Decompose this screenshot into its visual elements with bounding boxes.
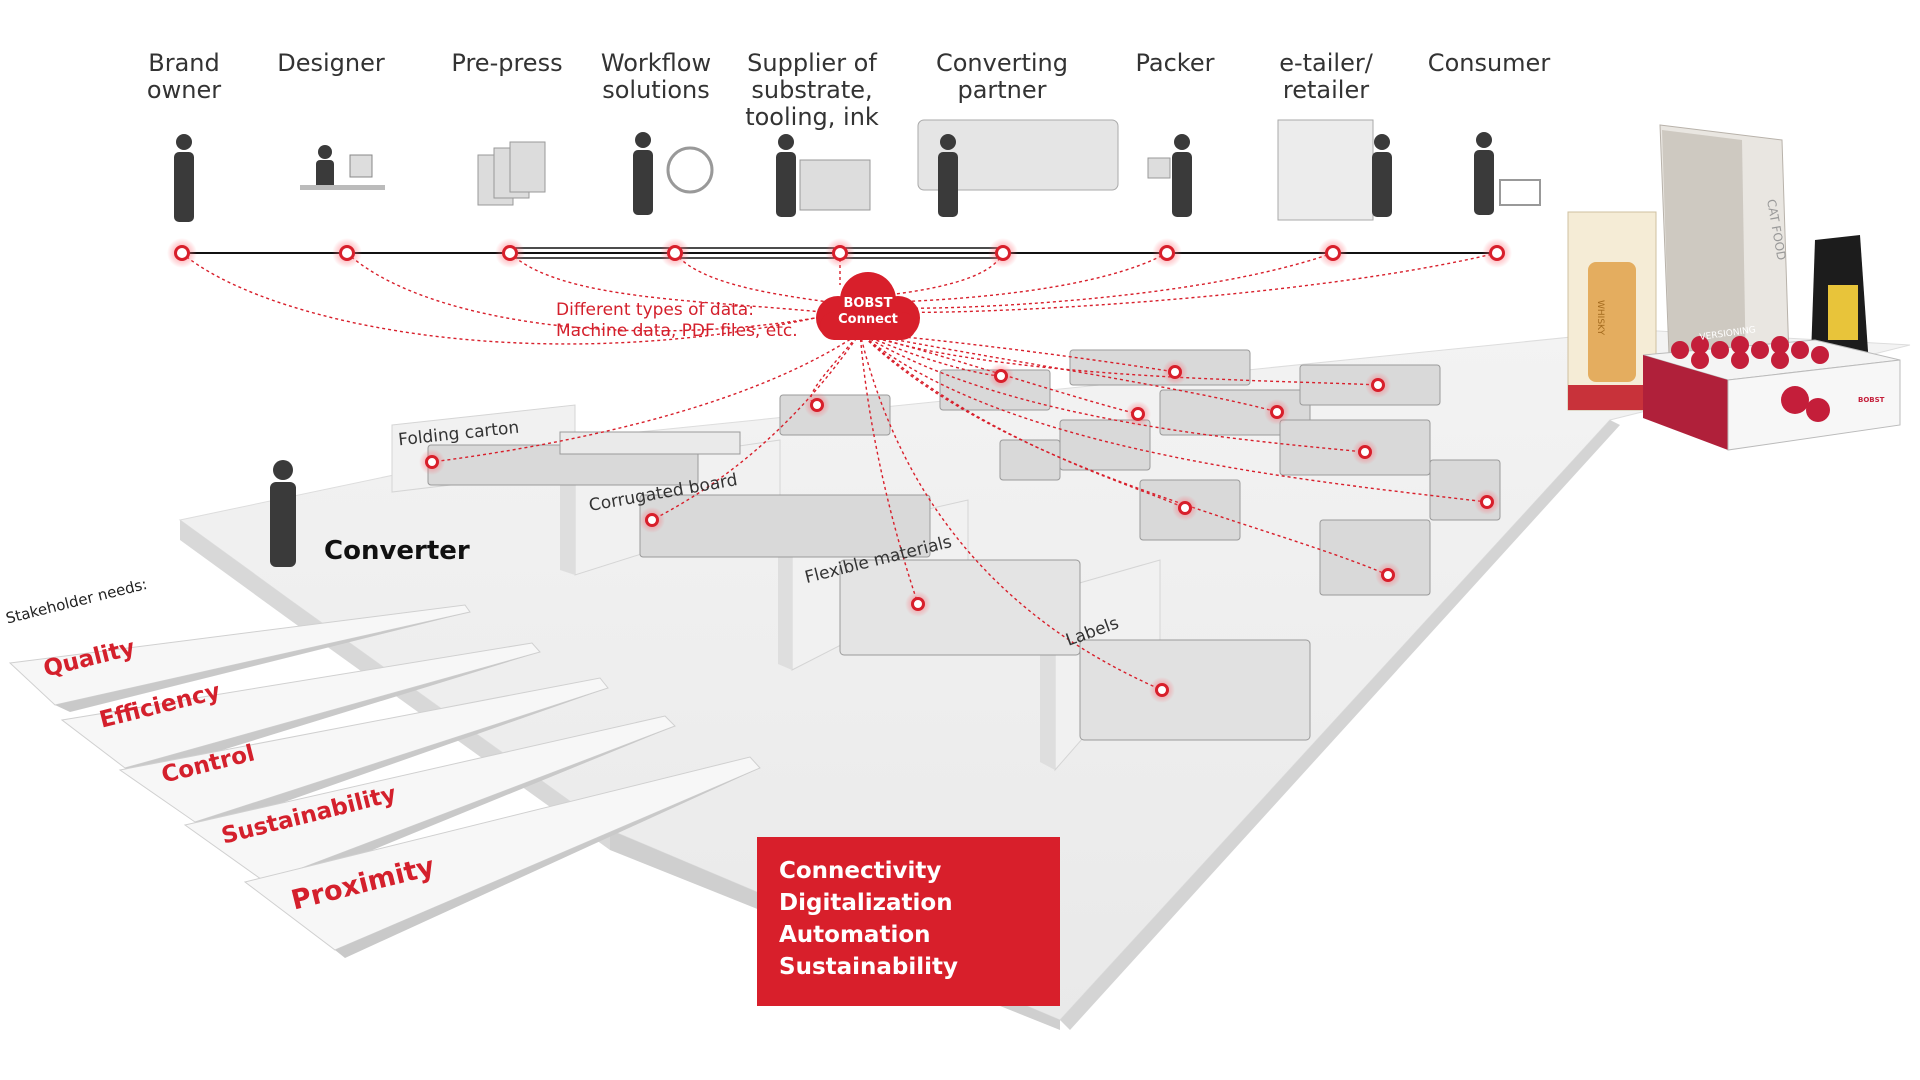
data-types-note: Different types of data:Machine data, PD…	[556, 300, 798, 341]
stakeholder-label-retailer: e-tailer/retailer	[1279, 49, 1373, 104]
stakeholder-label-packer: Packer	[1135, 49, 1215, 77]
consumer-figure	[1474, 132, 1541, 215]
converter-label: Converter	[324, 536, 470, 566]
designer-figure	[300, 145, 385, 190]
supplier-figure	[776, 134, 871, 217]
pillar-automation: Automation	[779, 922, 931, 948]
cloud-line-2: Connect	[838, 312, 898, 327]
machine-nodes	[419, 359, 1500, 703]
packer-figure	[1147, 134, 1192, 217]
brand-owner-figure	[174, 134, 194, 222]
pillar-connectivity: Connectivity	[779, 858, 942, 884]
retailer-figure	[1277, 119, 1392, 221]
stakeholder-label-prepress: Pre-press	[451, 49, 563, 77]
pillar-sustainability: Sustainability	[779, 954, 959, 980]
bobst-connect-cloud	[816, 272, 920, 340]
stakeholder-figures	[174, 119, 1541, 567]
product-brand-text: BOBST	[1858, 396, 1885, 404]
corrugated-machine	[639, 494, 931, 558]
converter-figure	[270, 460, 296, 567]
product-whisky-text: WHISKY	[1595, 300, 1605, 336]
data-connections	[181, 252, 1498, 691]
pillar-digitalization: Digitalization	[779, 890, 953, 916]
bobst-connect-label: BOBST Connect	[818, 296, 918, 328]
cloud-line-1: BOBST	[843, 296, 893, 311]
prepress-figure	[477, 141, 546, 206]
needs-slabs	[8, 604, 761, 958]
products	[1567, 124, 1901, 451]
stakeholder-nodes	[167, 238, 1512, 268]
labels-machine	[1079, 639, 1311, 741]
flexible-machine	[839, 559, 1081, 656]
floor-right-edge	[1060, 420, 1620, 1030]
workflow-figure	[633, 132, 714, 215]
converting-partner-figure	[917, 119, 1119, 217]
pillars-box: Connectivity Digitalization Automation S…	[757, 837, 1060, 1006]
stakeholder-label-consumer: Consumer	[1427, 49, 1551, 77]
stakeholder-label-designer: Designer	[277, 49, 385, 77]
